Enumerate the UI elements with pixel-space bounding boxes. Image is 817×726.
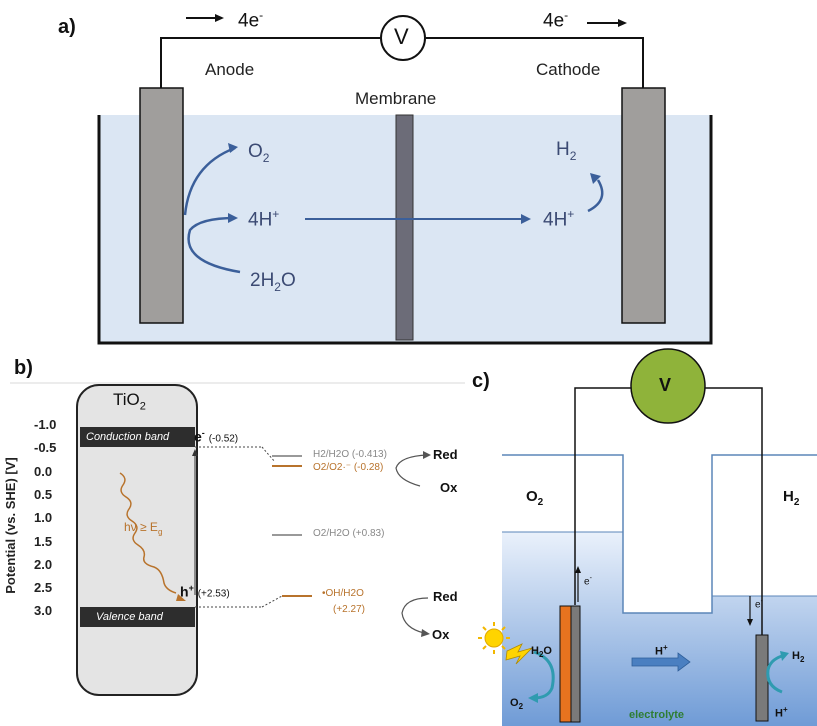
o2-gas-label: O2 — [526, 488, 544, 508]
voltmeter-c-label: V — [659, 375, 672, 395]
cathode-label: Cathode — [536, 60, 601, 79]
panel-c-label: c) — [472, 370, 490, 392]
redox-arrow-top — [395, 454, 429, 487]
red-label-bottom: Red — [433, 589, 458, 604]
oh-couple-label: •OH/H2O — [322, 588, 364, 599]
container-walls — [97, 115, 713, 345]
water-label: 2H2O — [250, 270, 296, 294]
potential-tick-label: 2.0 — [34, 556, 53, 572]
cb-connector — [261, 446, 276, 463]
excitation-arrowhead — [192, 449, 198, 456]
potential-tick-label: -0.5 — [34, 440, 57, 456]
electron-arrowhead-right — [618, 19, 627, 27]
oh-couple-value: (+2.27) — [333, 604, 365, 615]
wire-c-right — [705, 387, 763, 635]
potential-tick-label: -1.0 — [34, 417, 57, 432]
h2-product-label: H2 — [556, 139, 577, 163]
electron-c-left: e- — [584, 575, 592, 588]
sun-icon — [478, 622, 510, 654]
ox-label-bottom: Ox — [432, 627, 450, 642]
photoanode-substrate — [570, 605, 581, 723]
water-oxidation-arrowhead — [528, 693, 538, 703]
o2-small-label: O2 — [510, 697, 524, 712]
hydrogen-evolution-arrowhead — [780, 651, 789, 661]
anode-electrode — [139, 87, 184, 324]
potential-tick-label: 1.5 — [34, 533, 53, 549]
redox-arrow-bottom — [401, 597, 429, 634]
arrow-to-o2 — [183, 146, 236, 216]
panel-b-label: b) — [14, 357, 33, 379]
electron-up-arrowhead — [575, 566, 581, 573]
protons-right-label: 4H+ — [543, 207, 575, 231]
arrow-water-to-h — [187, 216, 241, 274]
panel-a-label: a) — [58, 16, 76, 38]
o2-product-label: O2 — [248, 141, 270, 165]
potential-tick-label: 1.0 — [34, 510, 53, 526]
redox-arrowhead-bottom — [421, 629, 430, 637]
hydrogen-evolution-arrow — [766, 654, 783, 694]
arrowhead-h2 — [590, 173, 601, 184]
ox-label-top: Ox — [440, 480, 458, 495]
cathode-c — [755, 634, 769, 722]
wire-left — [160, 37, 380, 88]
conduction-band — [80, 427, 195, 447]
wire-right — [426, 37, 644, 88]
arrow-to-h2 — [587, 179, 604, 213]
h-cell-outline — [502, 454, 817, 614]
cathode-electrode — [621, 87, 666, 324]
membrane-label: Membrane — [355, 89, 437, 108]
potential-tick-label: 0.5 — [34, 486, 53, 502]
lightning-icon — [505, 643, 534, 665]
h2-small-label: H2 — [792, 650, 805, 665]
arrowhead-o2 — [228, 143, 238, 153]
tio2-label: TiO2 — [113, 390, 146, 413]
arrowhead-h — [228, 213, 238, 223]
protons-left-label: 4H+ — [248, 207, 280, 231]
red-label-top: Red — [433, 447, 458, 462]
water-oxidation-arrow — [533, 650, 555, 700]
electron-label-left: 4e- — [238, 8, 264, 32]
electron-down-arrowhead — [747, 619, 753, 626]
electrolyte-label: electrolyte — [629, 709, 685, 721]
h2-couple-label: H2/H2O (-0.413) — [313, 449, 387, 460]
o2-h2o-couple-label: O2/H2O (+0.83) — [313, 528, 385, 539]
valence-band-label: Valence band — [96, 611, 163, 623]
hole-level: h+ (+2.53) — [180, 583, 230, 600]
voltmeter-c — [630, 348, 706, 424]
conduction-band-label: Conduction band — [86, 431, 170, 443]
electron-c-right: e- — [755, 598, 763, 611]
potential-tick-label: 3.0 — [34, 603, 53, 619]
photoanode-layer — [559, 605, 572, 723]
photon-wave — [119, 472, 177, 594]
proton-block-arrow — [631, 652, 691, 672]
potential-tick-label: 0.0 — [34, 463, 53, 479]
photon-arrowhead — [176, 594, 186, 601]
voltmeter-a-label: V — [394, 24, 409, 49]
proton-arrowhead — [521, 214, 531, 224]
membrane — [395, 114, 414, 341]
potential-tick-label: 2.5 — [34, 580, 53, 596]
photon-energy-label: hν ≥ Eg — [124, 520, 163, 537]
proton-mid-label: H+ — [655, 643, 668, 658]
voltmeter-a — [380, 15, 426, 61]
anode-label: Anode — [205, 60, 255, 79]
redox-arrowhead-top — [423, 451, 431, 459]
h2-gas-label: H2 — [783, 488, 800, 508]
electron-level: e- (-0.52) — [194, 428, 239, 445]
electron-label-right: 4e- — [543, 8, 569, 32]
electrolyte-fill — [502, 532, 817, 726]
wire-c-left — [574, 387, 632, 605]
electron-arrowhead-left — [215, 14, 224, 22]
h2o-label: H2O — [531, 645, 552, 660]
valence-band — [80, 607, 195, 627]
o2-radical-couple-label: O2/O2·⁻ (-0.28) — [313, 462, 384, 473]
proton-right-label: H+ — [775, 705, 788, 720]
